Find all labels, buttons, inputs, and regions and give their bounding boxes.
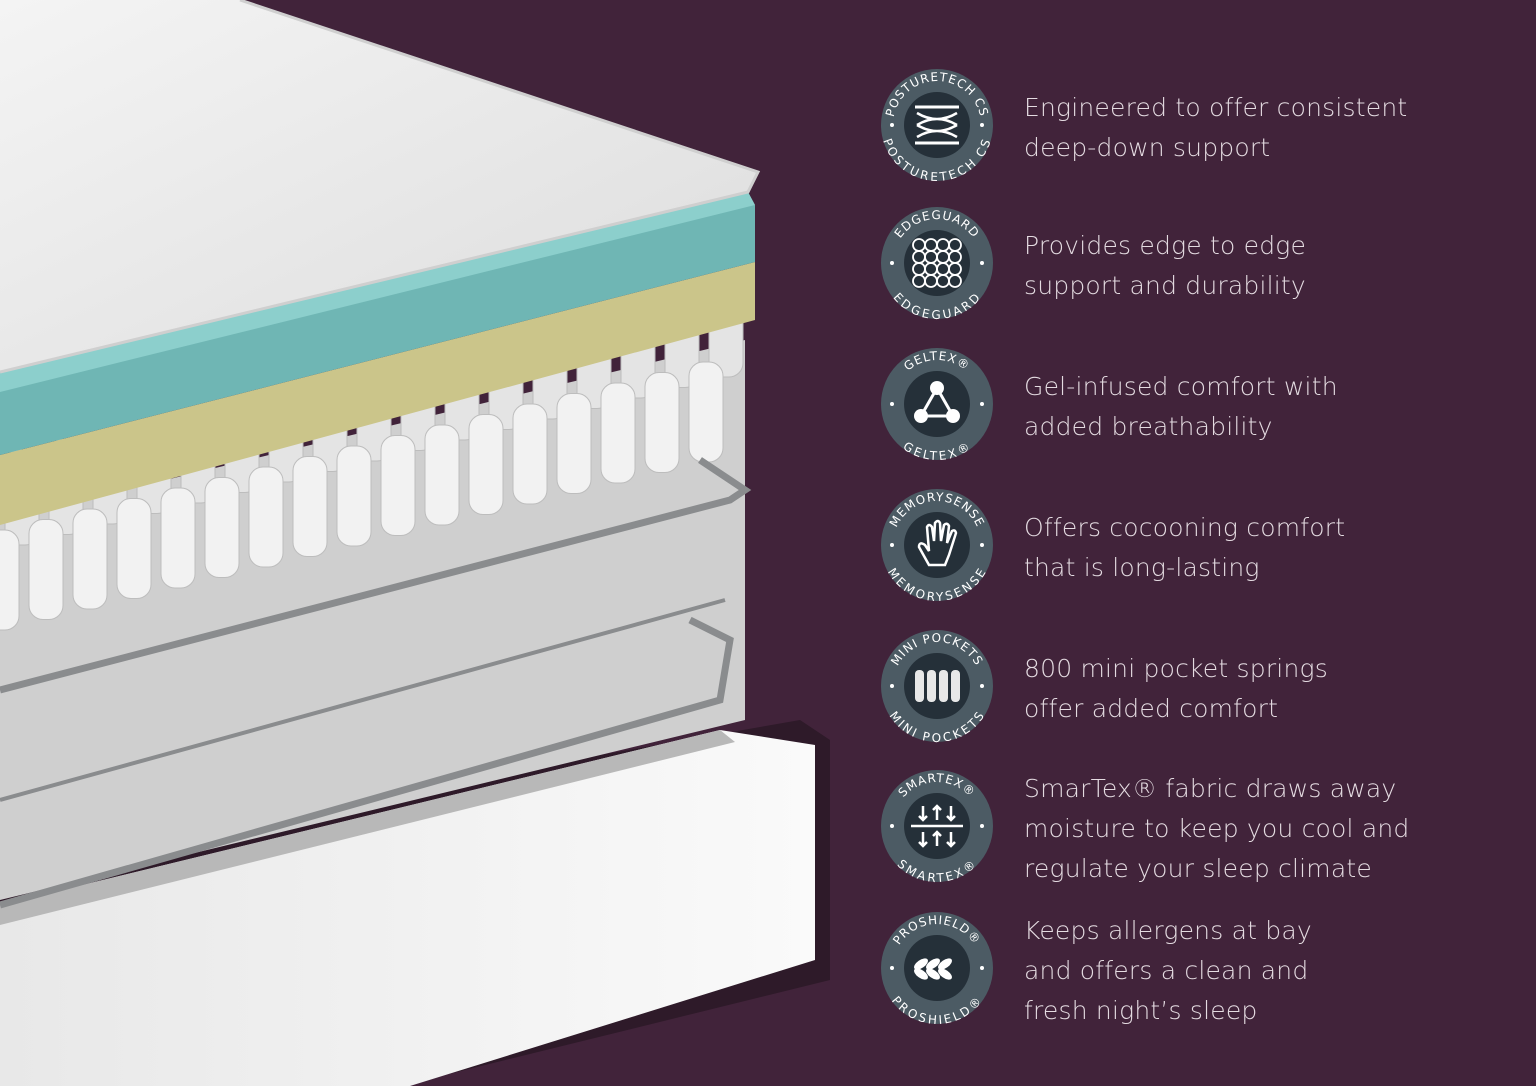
pocket-spring [468, 414, 504, 515]
feature-description: 800 mini pocket springs offer added comfo… [1024, 649, 1328, 729]
description-line: and offers a clean and [1024, 956, 1309, 985]
teal-top-face [0, 192, 755, 392]
description-line: fresh night’s sleep [1024, 996, 1258, 1025]
description-line: added breathability [1024, 412, 1273, 441]
geltex-badge: GELTEX® GELTEX® [881, 348, 993, 461]
description-line: that is long-lasting [1024, 553, 1260, 582]
pocket-spring [380, 435, 416, 536]
feature-description: Provides edge to edge support and durabil… [1024, 226, 1306, 306]
comfort-layer-yellow [0, 262, 755, 525]
feature-edgeguard: EDGEGUARD EDGEGUARD Provides edge to edg… [880, 206, 1520, 326]
feature-memorysense: MEMORYSENSE MEMORYSENSE Offers cocooning… [880, 488, 1520, 608]
pocket-spring [204, 477, 240, 578]
braid-icon [914, 958, 952, 980]
spring-coil-icon [915, 105, 959, 145]
description-line: Engineered to offer consistent [1024, 93, 1408, 122]
mattress-base [0, 730, 815, 1086]
description-line: offer added comfort [1024, 694, 1279, 723]
mini-pocket-springs-icon [915, 670, 960, 702]
posturetech-cs-badge: POSTURETECH CS POSTURETECH CS [880, 69, 993, 182]
comfort-layer-teal [0, 192, 755, 455]
mattress-top-quilt [0, 0, 758, 372]
mini-pockets-badge: MINI POCKETS MINI POCKETS [881, 630, 993, 743]
pocket-spring [292, 456, 328, 557]
geltex-molecule-icon [914, 381, 960, 423]
moisture-arrows-icon [911, 804, 963, 848]
description-line: SmarTex® fabric draws away [1024, 774, 1397, 803]
feature-geltex: GELTEX® GELTEX® Gel-infused comfort with… [880, 347, 1520, 467]
pocket-spring [116, 498, 152, 599]
base-inner [0, 730, 735, 925]
description-line: Keeps allergens at bay [1024, 916, 1312, 945]
pocket-spring [600, 382, 636, 484]
pocket-spring [644, 372, 680, 473]
pocket-spring [556, 393, 592, 494]
smartex-badge: SMARTEX® SMARTEX® [881, 770, 993, 883]
wire-frame [0, 457, 752, 909]
pocket-spring [28, 519, 64, 620]
top-edge-piping [0, 0, 761, 374]
mattress-cutaway-illustration [0, 0, 830, 1086]
feature-description: SmarTex® fabric draws away moisture to ke… [1024, 769, 1409, 889]
description-line: support and durability [1024, 271, 1306, 300]
feature-description: Offers cocooning comfort that is long-las… [1024, 508, 1345, 588]
memorysense-badge: MEMORYSENSE MEMORYSENSE [881, 489, 993, 602]
feature-smartex: SMARTEX® SMARTEX® SmarTex® fabric draws … [880, 769, 1520, 889]
description-line: deep-down support [1024, 133, 1271, 162]
feature-description: Gel-infused comfort with added breathabil… [1024, 367, 1338, 447]
description-line: Gel-infused comfort with [1024, 372, 1338, 401]
pocket-spring [160, 487, 196, 589]
feature-posturetech-cs: POSTURETECH CS POSTURETECH CS Engineered… [880, 68, 1520, 188]
feature-description: Keeps allergens at bay and offers a clean… [1024, 911, 1312, 1031]
proshield-badge: PROSHIELD® PROSHIELD® [881, 912, 993, 1025]
description-line: Provides edge to edge [1024, 231, 1307, 260]
hand-icon [917, 519, 958, 567]
pocket-spring [336, 445, 372, 547]
feature-description: Engineered to offer consistent deep-down … [1024, 88, 1407, 168]
description-line: Offers cocooning comfort [1024, 513, 1346, 542]
pocket-spring [248, 466, 284, 568]
description-line: 800 mini pocket springs [1024, 654, 1328, 683]
feature-mini-pockets: MINI POCKETS MINI POCKETS 800 mini pocke… [880, 629, 1520, 749]
pocket-spring [0, 529, 20, 631]
description-line: regulate your sleep climate [1024, 854, 1372, 883]
pocket-spring [512, 403, 548, 505]
description-line: moisture to keep you cool and [1024, 814, 1410, 843]
feature-proshield: PROSHIELD® PROSHIELD® Keeps allergens at… [880, 911, 1520, 1031]
pocket-spring [688, 361, 724, 463]
edge-grid-icon [912, 238, 962, 288]
pocket-spring [72, 508, 108, 610]
pocket-spring [424, 424, 460, 526]
edgeguard-badge: EDGEGUARD EDGEGUARD [881, 207, 993, 320]
